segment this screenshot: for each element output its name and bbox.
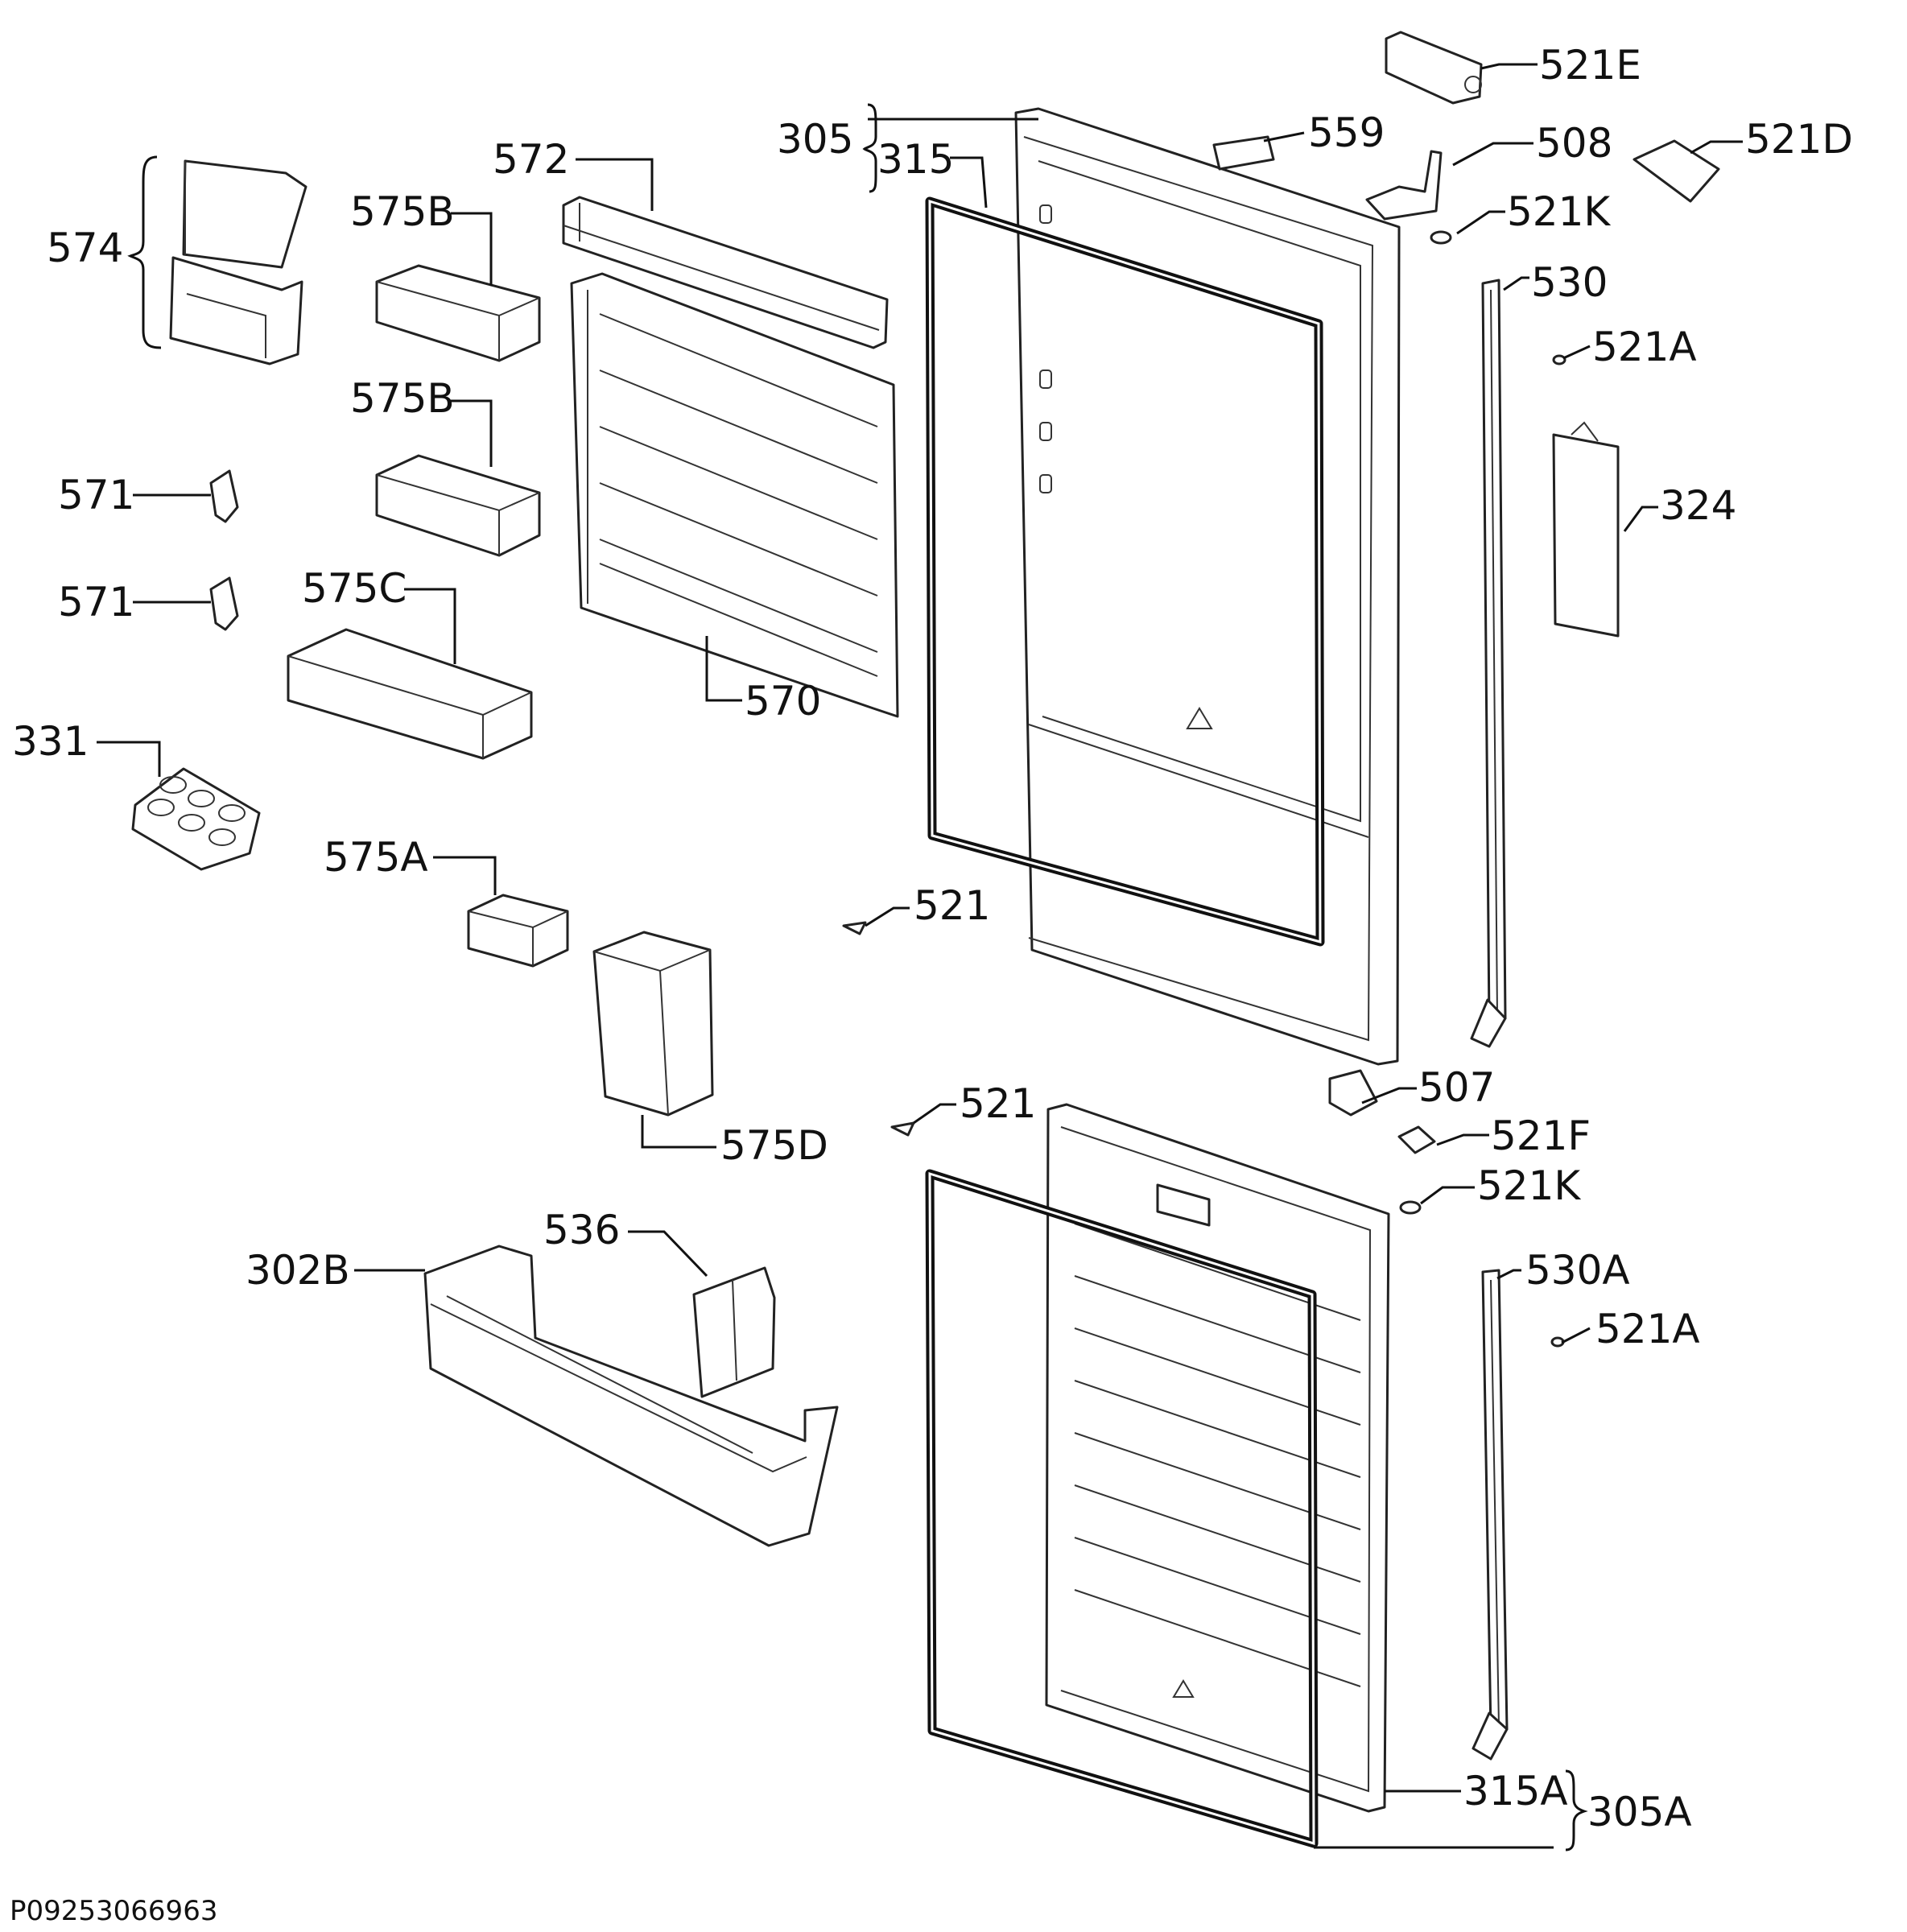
label-315: 315 [877,136,954,183]
part-536 [692,1266,776,1398]
diagram-code: P09253066963 [10,1895,217,1927]
part-575b-top [375,264,541,362]
label-302b: 302B [246,1247,350,1294]
label-305: 305 [777,116,853,163]
label-521a-lower: 521A [1595,1306,1700,1352]
label-507: 507 [1418,1064,1495,1111]
part-521f [1397,1125,1436,1154]
part-302b [423,1245,839,1547]
label-508: 508 [1536,120,1612,167]
label-575d: 575D [720,1122,828,1169]
label-305a: 305A [1587,1789,1692,1835]
label-521-upper: 521 [914,882,990,929]
label-521-lower: 521 [960,1080,1036,1127]
label-521a-upper: 521A [1592,324,1697,370]
part-508 [1365,150,1443,221]
label-575b-top: 575B [350,188,455,235]
part-575d [592,931,714,1117]
label-530a: 530A [1525,1247,1630,1294]
label-521k-lower: 521K [1477,1162,1581,1209]
part-571-upper [209,469,239,523]
label-331: 331 [12,718,89,765]
part-315a-lower-gasket [925,1169,1319,1848]
part-324 [1552,421,1620,638]
part-315-upper-gasket [925,196,1325,947]
part-521e [1385,31,1483,105]
label-574: 574 [47,225,123,271]
label-315a: 315A [1463,1768,1568,1814]
label-571-lower: 571 [58,579,134,625]
part-559 [1212,135,1275,171]
callout-labels: 521E 305 315 559 508 521D 521K 572 575B … [12,42,1853,1835]
label-570: 570 [745,678,821,724]
label-559: 559 [1308,109,1385,156]
label-521f: 521F [1491,1113,1591,1159]
part-331 [131,767,261,871]
part-305a-lower-door [1045,1103,1390,1813]
label-575c: 575C [302,565,407,612]
label-536: 536 [543,1207,620,1253]
part-521d [1633,139,1720,203]
part-521-upper [842,921,867,935]
leader-lines [97,63,1743,1852]
part-521a-upper [1552,354,1566,365]
part-571-lower [209,576,239,631]
part-575a [467,894,569,968]
label-521e: 521E [1539,42,1641,89]
part-305-upper-door [1014,107,1401,1066]
part-575b-lower [375,454,541,557]
part-574 [169,159,308,365]
label-575a: 575A [324,834,428,881]
label-575b-lower: 575B [350,375,455,422]
label-530: 530 [1531,259,1608,306]
label-571-upper: 571 [58,472,134,518]
part-521k-lower [1399,1200,1422,1215]
label-324: 324 [1660,482,1736,529]
part-530a [1472,1269,1509,1761]
part-575c [287,628,533,760]
part-572 [562,196,889,349]
part-570 [570,272,899,718]
part-521-lower [890,1121,915,1137]
label-572: 572 [493,136,569,183]
fasteners [842,230,1566,1348]
part-530 [1470,279,1507,1048]
label-521d: 521D [1745,116,1853,163]
label-521k-upper: 521K [1507,188,1611,235]
part-521k-upper [1430,230,1452,245]
part-507 [1328,1069,1378,1117]
